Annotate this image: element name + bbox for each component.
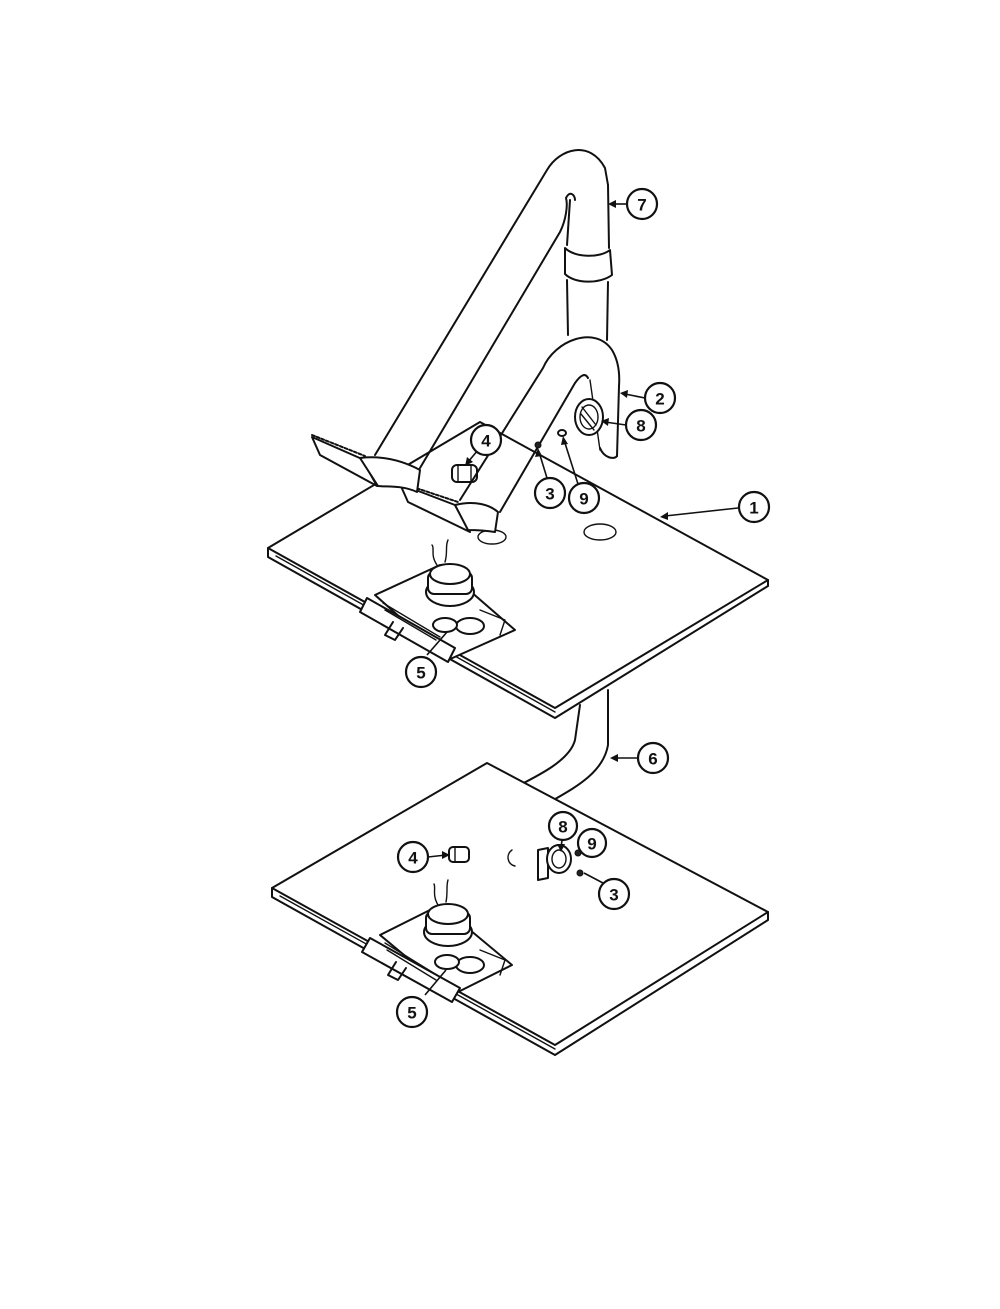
- callout-4-upper-label: 4: [481, 432, 491, 451]
- callout-3-upper: 3: [533, 476, 567, 510]
- callout-4-lower-label: 4: [408, 849, 418, 868]
- callout-9-lower-label: 9: [587, 835, 596, 854]
- flue-tube-7: [374, 149, 613, 469]
- callout-2: 2: [643, 381, 677, 415]
- callout-8-upper: 8: [624, 408, 658, 442]
- callout-5-upper: 5: [404, 655, 438, 689]
- callout-4-lower: 4: [396, 840, 430, 874]
- callout-5-lower-label: 5: [407, 1004, 416, 1023]
- upper-valve-assembly: [359, 539, 516, 663]
- callout-1-label: 1: [749, 499, 758, 518]
- flue-tube-2: [459, 336, 621, 513]
- callout-8-lower-label: 8: [558, 818, 567, 837]
- callout-3-lower-label: 3: [609, 886, 618, 905]
- callout-9-upper: 9: [567, 481, 601, 515]
- callout-7: 7: [625, 187, 659, 221]
- lower-burner-panel: [271, 762, 769, 1056]
- callout-8-lower: 8: [547, 810, 579, 842]
- callout-8-upper-label: 8: [636, 417, 645, 436]
- callout-2-label: 2: [655, 390, 664, 409]
- lower-part-4-piece: [448, 846, 470, 863]
- callout-7-label: 7: [637, 196, 646, 215]
- callout-4-upper: 4: [469, 423, 503, 457]
- lower-part-8-piece: [507, 844, 572, 881]
- callout-6-label: 6: [648, 750, 657, 769]
- callout-5-lower: 5: [395, 995, 429, 1029]
- callout-9-lower: 9: [576, 827, 608, 859]
- callout-3-lower: 3: [597, 877, 631, 911]
- callout-1: 1: [737, 490, 771, 524]
- lower-valve-assembly: [361, 879, 513, 1003]
- upper-burner-tubes: [311, 434, 499, 533]
- callout-6: 6: [636, 741, 670, 775]
- callout-5-upper-label: 5: [416, 664, 425, 683]
- callout-3-upper-label: 3: [545, 485, 554, 504]
- upper-part-8-piece: [574, 398, 604, 436]
- upper-screw-parts: [534, 429, 567, 449]
- callout-9-upper-label: 9: [579, 490, 588, 509]
